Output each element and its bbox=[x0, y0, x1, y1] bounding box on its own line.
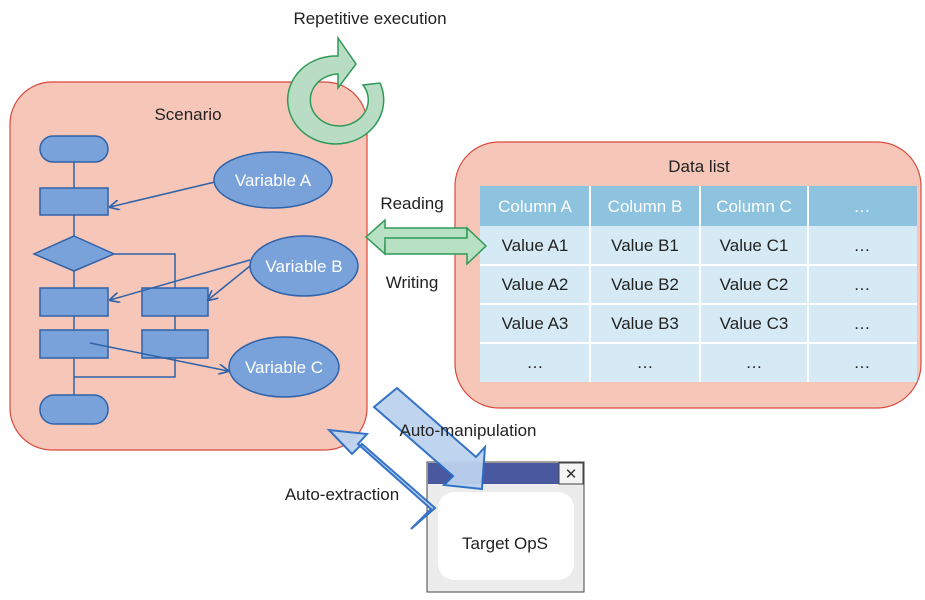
reading-label: Reading bbox=[380, 194, 443, 213]
table-cell: Value B1 bbox=[611, 236, 679, 255]
flowchart-process-3 bbox=[141, 287, 209, 317]
flowchart bbox=[32, 135, 209, 425]
table-header-row bbox=[480, 186, 917, 226]
target-window-content bbox=[438, 492, 574, 580]
table-cell: … bbox=[854, 236, 871, 255]
table-cell: Value A1 bbox=[502, 236, 569, 255]
table-cell: … bbox=[527, 353, 544, 372]
table-cell: … bbox=[637, 353, 654, 372]
table-cell: Value A2 bbox=[502, 275, 569, 294]
writing-arrow bbox=[384, 226, 488, 266]
scenario-label: Scenario bbox=[154, 105, 221, 124]
variable-a-label: Variable A bbox=[235, 171, 312, 190]
auto-manipulation-label: Auto-manipulation bbox=[399, 421, 536, 440]
table-cell: … bbox=[854, 353, 871, 372]
target-label: Target OpS bbox=[462, 534, 548, 553]
table-cell: Value C1 bbox=[720, 236, 789, 255]
table-header-cell: … bbox=[854, 197, 871, 216]
table-cell: Value C3 bbox=[720, 314, 789, 333]
flowchart-decision bbox=[32, 235, 116, 272]
table-cell: Value B3 bbox=[611, 314, 679, 333]
variable-b-label: Variable B bbox=[265, 257, 342, 276]
variable-a: Variable A bbox=[213, 151, 333, 209]
diagram-title: Repetitive execution bbox=[293, 9, 446, 28]
data-list-label: Data list bbox=[668, 157, 730, 176]
table-cell: … bbox=[854, 275, 871, 294]
flowchart-process-5 bbox=[141, 329, 209, 359]
table-cell: Value A3 bbox=[502, 314, 569, 333]
variable-connectors bbox=[89, 181, 251, 371]
variable-c: Variable C bbox=[228, 336, 340, 398]
close-button[interactable] bbox=[558, 462, 584, 485]
flowchart-process-2 bbox=[39, 287, 109, 317]
flowchart-end-terminal bbox=[39, 394, 109, 425]
table-header-cell: Column C bbox=[716, 197, 792, 216]
flowchart-process-1 bbox=[39, 187, 109, 216]
data-table: Column A Column B Column C … Value A1 Va… bbox=[480, 186, 917, 382]
variable-b: Variable B bbox=[249, 235, 359, 297]
target-window: ✕ Target OpS bbox=[426, 461, 585, 593]
auto-extraction-arrow bbox=[326, 428, 437, 530]
table-cell: … bbox=[746, 353, 763, 372]
flowchart-start-terminal bbox=[39, 135, 109, 163]
close-icon[interactable]: ✕ bbox=[565, 466, 578, 483]
variable-c-label: Variable C bbox=[245, 358, 323, 377]
table-header-cell: Column B bbox=[608, 197, 683, 216]
table-cell: Value C2 bbox=[720, 275, 789, 294]
auto-manipulation-arrow bbox=[372, 386, 487, 491]
repeat-cycle-icon bbox=[287, 35, 385, 145]
auto-extraction-label: Auto-extraction bbox=[285, 485, 399, 504]
writing-label: Writing bbox=[386, 273, 439, 292]
table-cell: … bbox=[854, 314, 871, 333]
table-cell: Value B2 bbox=[611, 275, 679, 294]
table-header-cell: Column A bbox=[498, 197, 572, 216]
